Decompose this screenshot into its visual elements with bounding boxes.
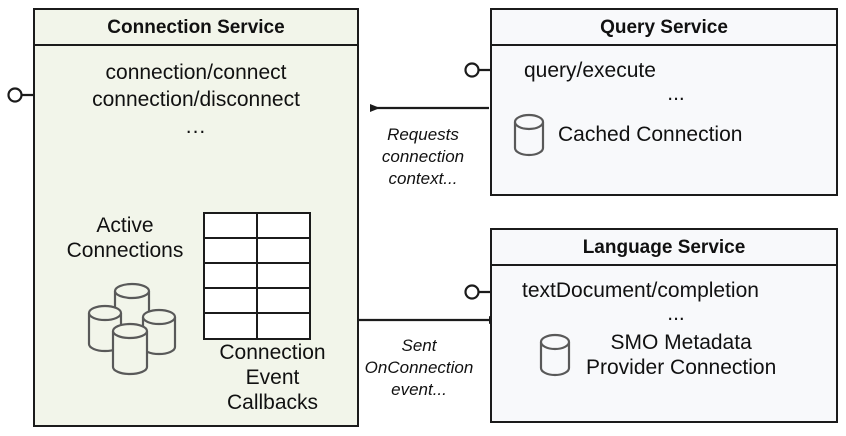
callbacks-label-line1: Connection	[219, 341, 326, 364]
language-api-ellipsis: ...	[667, 302, 685, 325]
query-api-ellipsis: ...	[667, 82, 685, 105]
query-service-body: query/execute ... Cached Connection	[492, 46, 836, 194]
cached-connection-resource: Cached Connection	[512, 112, 742, 158]
api-connection-connect: connection/connect	[105, 61, 287, 84]
api-textdocument-completion: textDocument/completion	[522, 279, 759, 302]
edge-label-requests-connection-context: Requests connection context...	[360, 124, 486, 189]
requests-label-line2: connection	[381, 146, 465, 166]
table-grid-icon	[203, 212, 311, 340]
query-service-title: Query Service	[492, 10, 836, 46]
api-connection-disconnect: connection/disconnect	[92, 87, 300, 111]
connection-service-box[interactable]: Connection Service connection/connect co…	[33, 8, 359, 427]
smo-label-line2: Provider Connection	[586, 356, 777, 380]
sent-label-line2: OnConnection	[364, 357, 474, 377]
language-service-box[interactable]: Language Service textDocument/completion…	[490, 228, 838, 423]
smo-label-line1: SMO Metadata	[610, 331, 752, 354]
active-connections-label-line1: Active	[96, 214, 154, 237]
sent-label-line3: event...	[391, 379, 447, 399]
connection-service-title: Connection Service	[35, 10, 357, 46]
smo-metadata-provider-resource: SMO Metadata Provider Connection	[538, 330, 776, 380]
requests-label-line1: Requests	[387, 125, 459, 144]
requests-label-line3: context...	[388, 168, 458, 188]
connection-event-callbacks-label: Connection Event Callbacks	[185, 340, 360, 416]
connection-service-body: connection/connect connection/disconnect…	[35, 46, 357, 425]
api-ellipsis: ...	[185, 114, 207, 138]
cached-connection-label: Cached Connection	[558, 123, 743, 146]
language-service-title: Language Service	[492, 230, 836, 266]
database-cylinder-icon	[513, 113, 545, 157]
query-service-box[interactable]: Query Service query/execute ... Cached C…	[490, 8, 838, 196]
database-cylinder-icon	[539, 334, 571, 377]
edge-label-sent-onconnection-event: Sent OnConnection event...	[352, 335, 486, 400]
database-stack-icon	[87, 282, 177, 376]
connection-service-api-list: connection/connect connection/disconnect…	[35, 60, 357, 141]
active-connections-label-line2: Connections	[66, 239, 184, 263]
callbacks-label-line3: Callbacks	[226, 391, 319, 415]
api-query-execute: query/execute	[524, 59, 656, 82]
smo-metadata-provider-label: SMO Metadata Provider Connection	[586, 330, 776, 380]
language-service-body: textDocument/completion ... SMO Metadata…	[492, 266, 836, 421]
active-connections-label: Active Connections	[45, 213, 205, 263]
sent-label-line1: Sent	[401, 336, 437, 355]
callbacks-label-line2: Event	[245, 366, 300, 390]
